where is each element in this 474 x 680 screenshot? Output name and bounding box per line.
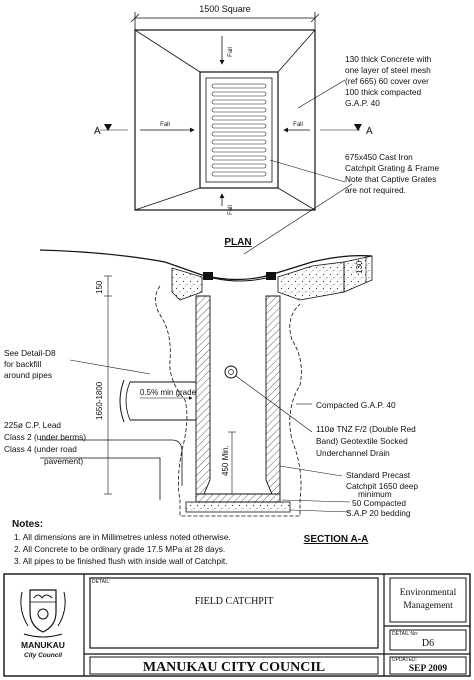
logo-line1: MANUKAU	[21, 640, 65, 650]
svg-text:Fall: Fall	[228, 47, 234, 57]
plan-view: 1500 Square Fall	[94, 4, 441, 255]
general-notes: Notes: 1. All dimensions are in Millimet…	[12, 519, 231, 566]
fall-arrow-right: Fall	[283, 122, 310, 133]
drain-note: 110ø TNZ F/2 (Double Red Band) Geotextil…	[316, 424, 418, 458]
notes-heading: Notes:	[12, 519, 43, 530]
svg-text:Fall: Fall	[228, 205, 234, 215]
fall-arrow-top: Fall	[219, 36, 234, 65]
svg-text:A: A	[94, 126, 101, 137]
plan-title: PLAN	[224, 237, 251, 248]
grating-bars	[211, 83, 267, 177]
svg-text:Fall: Fall	[293, 122, 303, 128]
gap-note: Compacted G.A.P. 40	[316, 400, 396, 410]
section-title: SECTION A-A	[304, 534, 369, 545]
council-logo: MANUKAU City Council	[20, 589, 66, 659]
svg-text:A: A	[366, 126, 373, 137]
updated-label: UPDATED:	[392, 657, 417, 663]
detail-d8-note: See Detail-D8 for backfill around pipes	[4, 348, 58, 380]
updated-date: SEP 2009	[409, 664, 448, 674]
dim-150: 150	[95, 280, 104, 294]
note-2: 2. All Concrete to be ordinary grade 17.…	[14, 544, 225, 554]
department-line2: Management	[403, 601, 453, 611]
grade-label: 0.5% min grade	[140, 388, 197, 397]
detail-no-label: DETAIL No:	[392, 631, 418, 637]
dim-130: 130	[355, 260, 364, 274]
note-1: 1. All dimensions are in Millimetres unl…	[14, 532, 231, 542]
detail-no: D6	[422, 638, 434, 649]
lead-pipe-note: 225ø C.P. Lead Class 2 (under berms) Cla…	[4, 420, 88, 466]
section-marker-right: A	[320, 124, 373, 137]
plan-grating-note: 675x450 Cast Iron Catchpit Grating & Fra…	[345, 152, 441, 195]
note-3: 3. All pipes to be finished flush with i…	[14, 556, 228, 566]
detail-label: DETAIL:	[92, 579, 111, 585]
precast-note: Standard Precast Catchpit 1650 deep mini…	[346, 470, 420, 499]
dim-depth: 1650-1800	[95, 381, 104, 420]
sap-note: S.A.P 20 bedding	[346, 508, 411, 518]
drawing-title: FIELD CATCHPIT	[195, 596, 274, 607]
compacted-note: 50 Compacted	[352, 498, 406, 508]
plan-dimension-label: 1500 Square	[199, 4, 251, 14]
dim-450: 450 Min.	[221, 445, 230, 476]
title-block: MANUKAU City Council DETAIL: FIELD CATCH…	[3, 573, 471, 677]
section-marker-left: A	[94, 124, 128, 137]
department-line1: Environmental	[400, 588, 457, 598]
svg-text:Fall: Fall	[160, 122, 170, 128]
logo-line2: City Council	[24, 652, 62, 659]
fall-arrow-left: Fall	[140, 122, 195, 133]
fall-arrow-bottom: Fall	[219, 193, 234, 215]
organisation-name: MANUKAU CITY COUNCIL	[143, 660, 325, 675]
plan-concrete-note: 130 thick Concrete with one layer of ste…	[345, 54, 434, 108]
section-view: 0.5% min grade 150 1650-1800 130 450 Min…	[4, 249, 420, 545]
